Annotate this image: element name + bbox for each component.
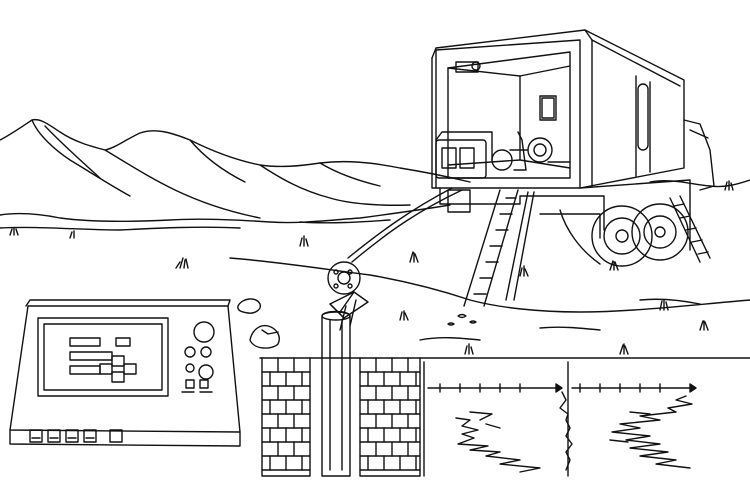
log-curves — [424, 362, 696, 476]
log-curve-2 — [612, 396, 692, 468]
log-curve-1 — [456, 418, 540, 472]
ladder — [464, 190, 534, 306]
ground — [10, 181, 750, 358]
logging-cable — [348, 188, 462, 262]
logging-truck — [432, 30, 714, 266]
mountain-range — [0, 120, 750, 230]
control-panel — [10, 300, 240, 446]
borehole — [262, 312, 420, 477]
